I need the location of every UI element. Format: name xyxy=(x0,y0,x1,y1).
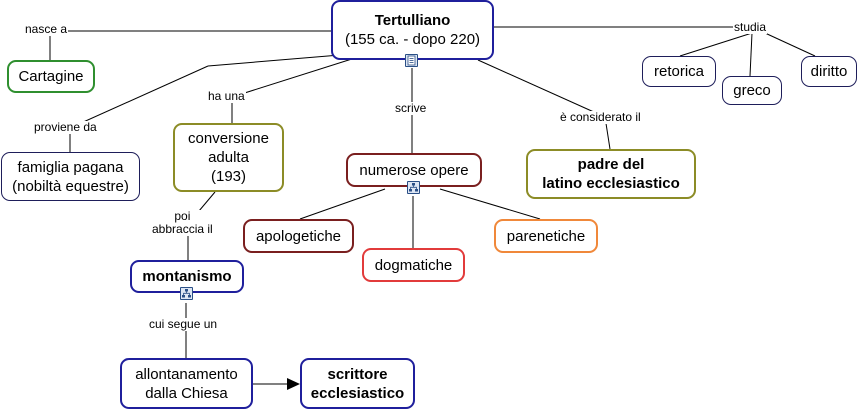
node-cartagine[interactable]: Cartagine xyxy=(7,60,95,93)
label-ha-una: ha una xyxy=(207,89,246,103)
label-poi-abbraccia-il: poi abbraccia il xyxy=(151,210,214,236)
node-montanismo-text: montanismo xyxy=(142,268,232,285)
node-apologetiche-text: apologetiche xyxy=(255,227,342,245)
node-padre-del-latino[interactable]: padre del latino ecclesiastico xyxy=(526,149,696,199)
document-icon[interactable] xyxy=(405,54,418,67)
link-studia-retorica xyxy=(679,32,753,57)
node-cartagine-text: Cartagine xyxy=(18,68,84,85)
node-dogmatiche[interactable]: dogmatiche xyxy=(362,248,465,282)
sub-map-icon[interactable] xyxy=(180,287,193,300)
node-numerose-opere-text: numerose opere xyxy=(359,161,469,179)
link-studia-greco xyxy=(749,32,753,77)
label-scrive: scrive xyxy=(394,101,428,115)
link-opere-parenetiche xyxy=(439,188,541,220)
node-diritto[interactable]: diritto xyxy=(801,56,857,87)
label-studia: studia xyxy=(733,20,768,34)
node-scrittore-line2: ecclesiastico xyxy=(310,384,405,402)
node-conversione-line1: conversione xyxy=(188,130,269,147)
node-greco[interactable]: greco xyxy=(722,76,782,105)
node-conversione-line2: adulta xyxy=(208,149,249,166)
link-opere-apologetiche xyxy=(299,188,386,220)
node-tertulliano-title: Tertulliano xyxy=(374,12,451,29)
node-padre-line2: latino ecclesiastico xyxy=(542,175,680,192)
node-parenetiche[interactable]: parenetiche xyxy=(494,219,598,253)
node-scrittore-line1: scrittore xyxy=(327,365,388,383)
node-famiglia-pagana-line1: famiglia pagana xyxy=(17,158,124,176)
node-allontanamento-line1: allontanamento xyxy=(135,365,238,383)
link-studia-diritto xyxy=(764,32,816,57)
node-padre-line1: padre del xyxy=(577,156,645,173)
node-conversione-line3: (193) xyxy=(210,168,247,185)
node-famiglia-pagana[interactable]: famiglia pagana (nobiltà equestre) xyxy=(1,152,140,201)
link-ha-una xyxy=(231,57,356,98)
node-famiglia-pagana-line2: (nobiltà equestre) xyxy=(12,177,129,195)
node-apologetiche[interactable]: apologetiche xyxy=(243,219,354,253)
node-tertulliano-subtitle: (155 ca. - dopo 220) xyxy=(344,31,481,48)
node-allontanamento[interactable]: allontanamento dalla Chiesa xyxy=(120,358,253,409)
node-tertulliano[interactable]: Tertulliano (155 ca. - dopo 220) xyxy=(331,0,494,60)
sub-map-icon[interactable] xyxy=(407,181,420,194)
node-diritto-text: diritto xyxy=(810,63,848,80)
label-e-considerato-il: è considerato il xyxy=(559,110,642,124)
label-abbraccia-il: abbraccia il xyxy=(152,222,213,236)
label-poi: poi xyxy=(174,209,191,223)
node-scrittore-ecclesiastico[interactable]: scrittore ecclesiastico xyxy=(300,358,415,409)
label-cui-segue-un: cui segue un xyxy=(148,317,219,331)
arrowhead xyxy=(287,378,300,390)
link-e-considerato xyxy=(477,59,606,118)
node-retorica[interactable]: retorica xyxy=(642,56,716,87)
label-nasce-a: nasce a xyxy=(24,22,69,36)
node-parenetiche-text: parenetiche xyxy=(506,227,586,245)
node-dogmatiche-text: dogmatiche xyxy=(374,256,453,274)
link-proviene-da-2 xyxy=(69,65,209,129)
node-allontanamento-line2: dalla Chiesa xyxy=(145,384,228,402)
link-proviene-da xyxy=(207,54,341,67)
node-conversione[interactable]: conversione adulta (193) xyxy=(173,123,284,192)
node-retorica-text: retorica xyxy=(653,63,705,80)
node-greco-text: greco xyxy=(733,82,771,99)
label-proviene-da: proviene da xyxy=(33,120,98,134)
